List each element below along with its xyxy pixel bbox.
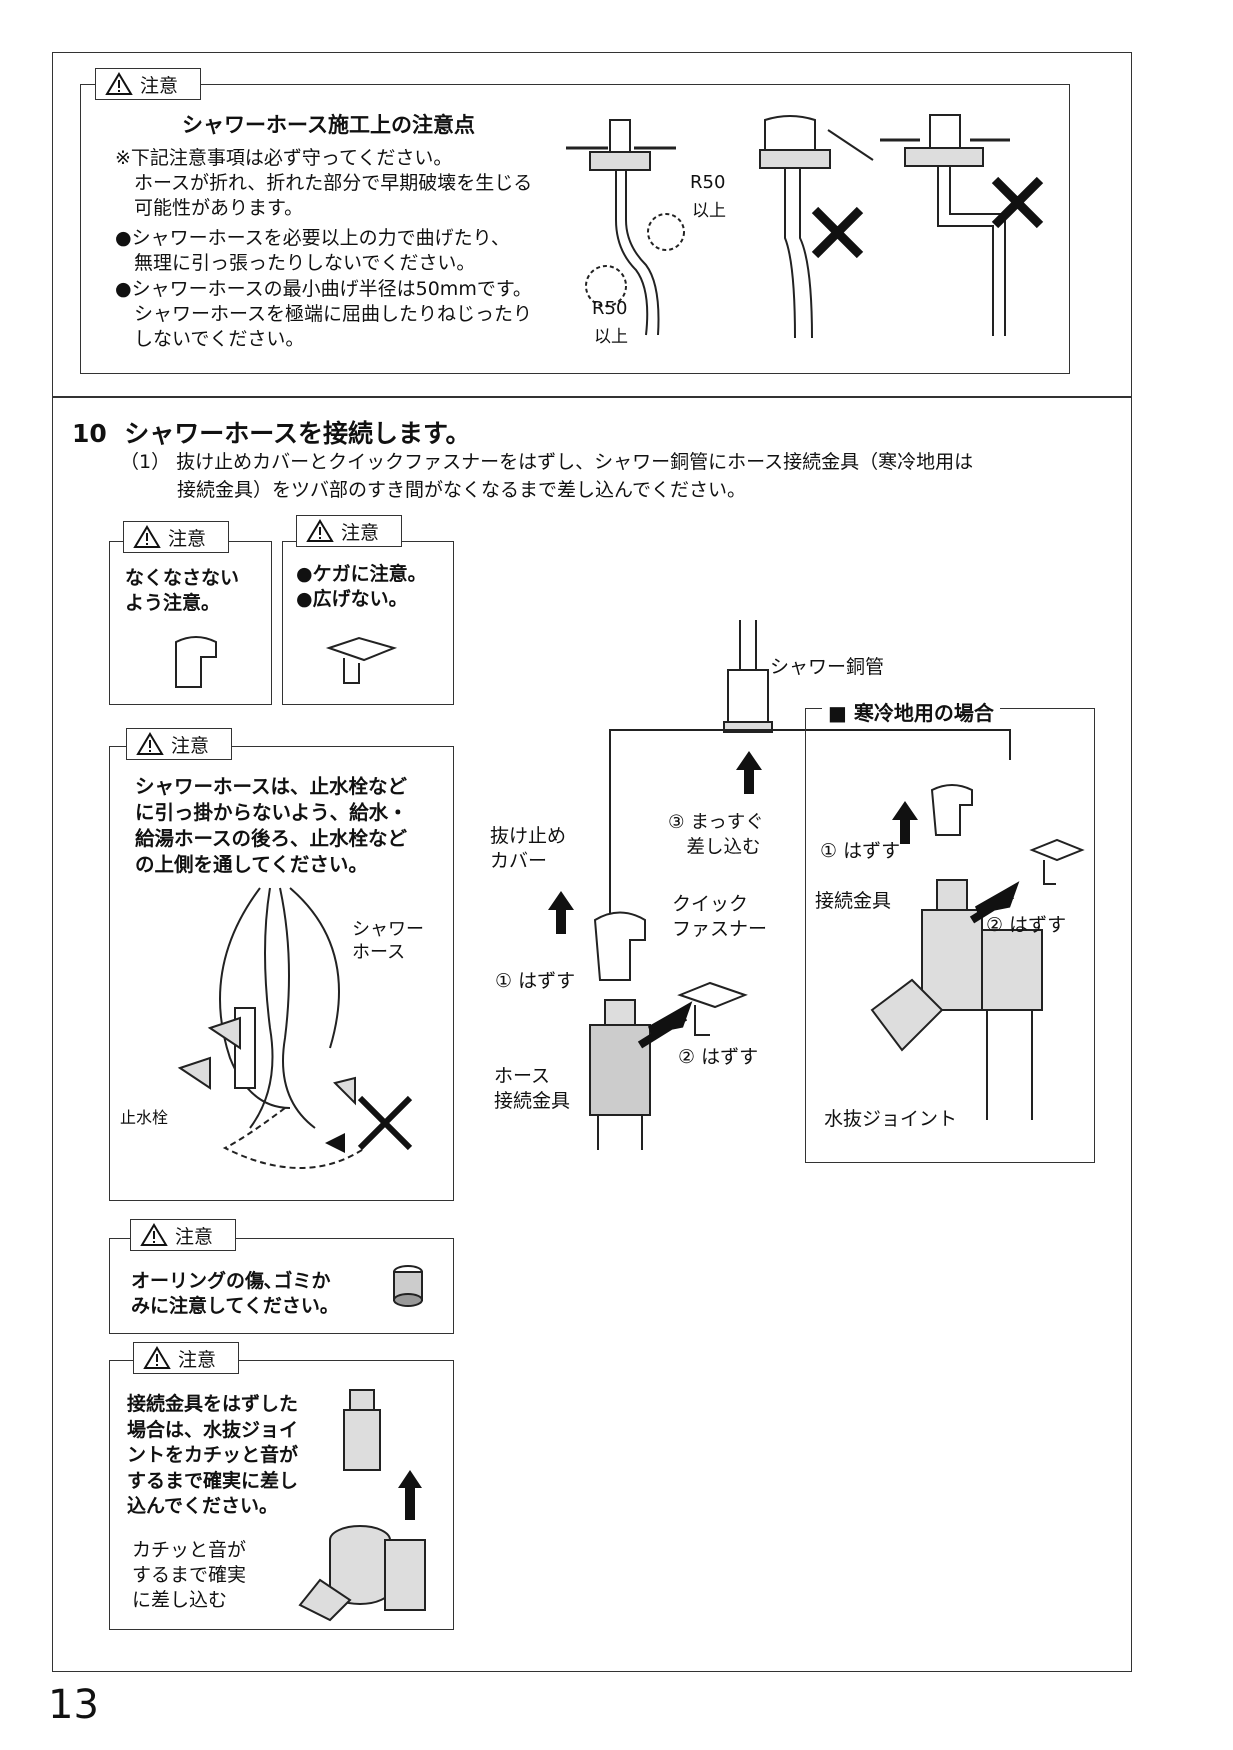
caution-box-e-text2: カチッと音が するまで確実 に差し込む xyxy=(132,1539,247,1611)
page-frame xyxy=(52,52,1132,1672)
main-connection-diagram xyxy=(548,620,1011,1150)
r50-bottom-sub: 以上 xyxy=(594,327,628,347)
warning-icon xyxy=(306,519,334,542)
top-caution-title: シャワーホース施工上の注意点 xyxy=(182,113,475,137)
caution-box-b-text: ●ケガに注意。 ●広げない。 xyxy=(296,563,427,610)
r50-top-label: R50 xyxy=(690,172,726,193)
top-caution-tag: 注意 xyxy=(95,68,201,100)
caution-tag-b: 注意 xyxy=(296,515,402,547)
hose-routing-diagram xyxy=(177,887,413,1169)
quick-fastener-icon xyxy=(325,636,398,684)
caution-label: 注意 xyxy=(140,74,179,97)
top-caution-box xyxy=(80,84,1070,374)
drain-joint-insert-diagram xyxy=(298,1389,426,1622)
section-divider xyxy=(52,396,1132,398)
warning-icon xyxy=(105,72,133,95)
o-ring-icon xyxy=(393,1265,423,1307)
cover-part-icon xyxy=(175,636,217,688)
label-shower-hose: シャワー ホース xyxy=(352,919,424,963)
r50-bottom-label: R50 xyxy=(592,298,628,319)
warning-icon xyxy=(136,732,164,755)
label-shower-pipe: シャワー銅管 xyxy=(770,656,885,678)
warning-icon xyxy=(140,1223,168,1246)
caution-box-c-text: シャワーホースは、止水栓など に引っ掛からないよう、給水・ 給湯ホースの後ろ、止… xyxy=(135,775,408,876)
caution-tag-a: 注意 xyxy=(123,521,229,553)
warning-icon xyxy=(133,525,161,548)
warning-icon xyxy=(143,1346,171,1369)
cold-region-title: ■ 寒冷地用の場合 xyxy=(822,697,1000,726)
page-number: 13 xyxy=(48,1682,99,1728)
label-insert-straight: ③ まっすぐ 差し込む xyxy=(668,812,764,858)
label-stop-valve: 止水栓 xyxy=(120,1108,169,1127)
label-cold-remove-1: ① はずす xyxy=(820,840,901,862)
label-cover: 抜け止め カバー xyxy=(490,825,567,872)
label-hose-fitting: ホース 接続金具 xyxy=(494,1065,571,1112)
caution-box-e xyxy=(109,1360,454,1630)
top-caution-bullet2: ●シャワーホースの最小曲げ半径は50mmです。 シャワーホースを極端に屈曲したり… xyxy=(115,278,533,350)
caution-box-e-text: 接続金具をはずした 場合は、水抜ジョイ ントをカチッと音が するまで確実に差し … xyxy=(127,1393,299,1517)
caution-label: 注意 xyxy=(168,527,207,550)
caution-box-a-text: なくなさない よう注意。 xyxy=(125,567,240,614)
caution-label: 注意 xyxy=(171,734,210,757)
cold-region-diagram xyxy=(870,784,1085,1120)
label-remove-1: ① はずす xyxy=(495,970,576,992)
label-cold-fitting: 接続金具 xyxy=(815,890,892,912)
bend-radius-diagram xyxy=(566,114,1044,339)
label-quick-fastener: クイック ファスナー xyxy=(672,893,768,940)
caution-tag-e: 注意 xyxy=(133,1342,239,1374)
r50-top-sub: 以上 xyxy=(692,201,726,221)
caution-box-d xyxy=(109,1238,454,1334)
caution-tag-c: 注意 xyxy=(126,728,232,760)
top-caution-note: ※下記注意事項は必ず守ってください。 ホースが折れ、折れた部分で早期破壊を生じる… xyxy=(115,147,533,219)
caution-box-d-text: オーリングの傷､ゴミか みに注意してください。 xyxy=(131,1270,339,1317)
caution-box-c xyxy=(109,746,454,1201)
top-caution-bullet1: ●シャワーホースを必要以上の力で曲げたり、 無理に引っ張ったりしないでください。 xyxy=(115,227,510,274)
label-cold-remove-2: ② はずす xyxy=(986,914,1067,936)
step-subtext: （1） 抜け止めカバーとクイックファスナーをはずし、シャワー銅管にホース接続金具… xyxy=(120,451,974,501)
label-drain-joint: 水抜ジョイント xyxy=(824,1108,958,1130)
caution-label: 注意 xyxy=(341,521,380,544)
caution-tag-d: 注意 xyxy=(130,1219,236,1251)
step-heading: 10 シャワーホースを接続します。 xyxy=(72,419,471,448)
label-remove-2: ② はずす xyxy=(678,1046,759,1068)
caution-label: 注意 xyxy=(175,1225,214,1248)
caution-label: 注意 xyxy=(178,1348,217,1371)
